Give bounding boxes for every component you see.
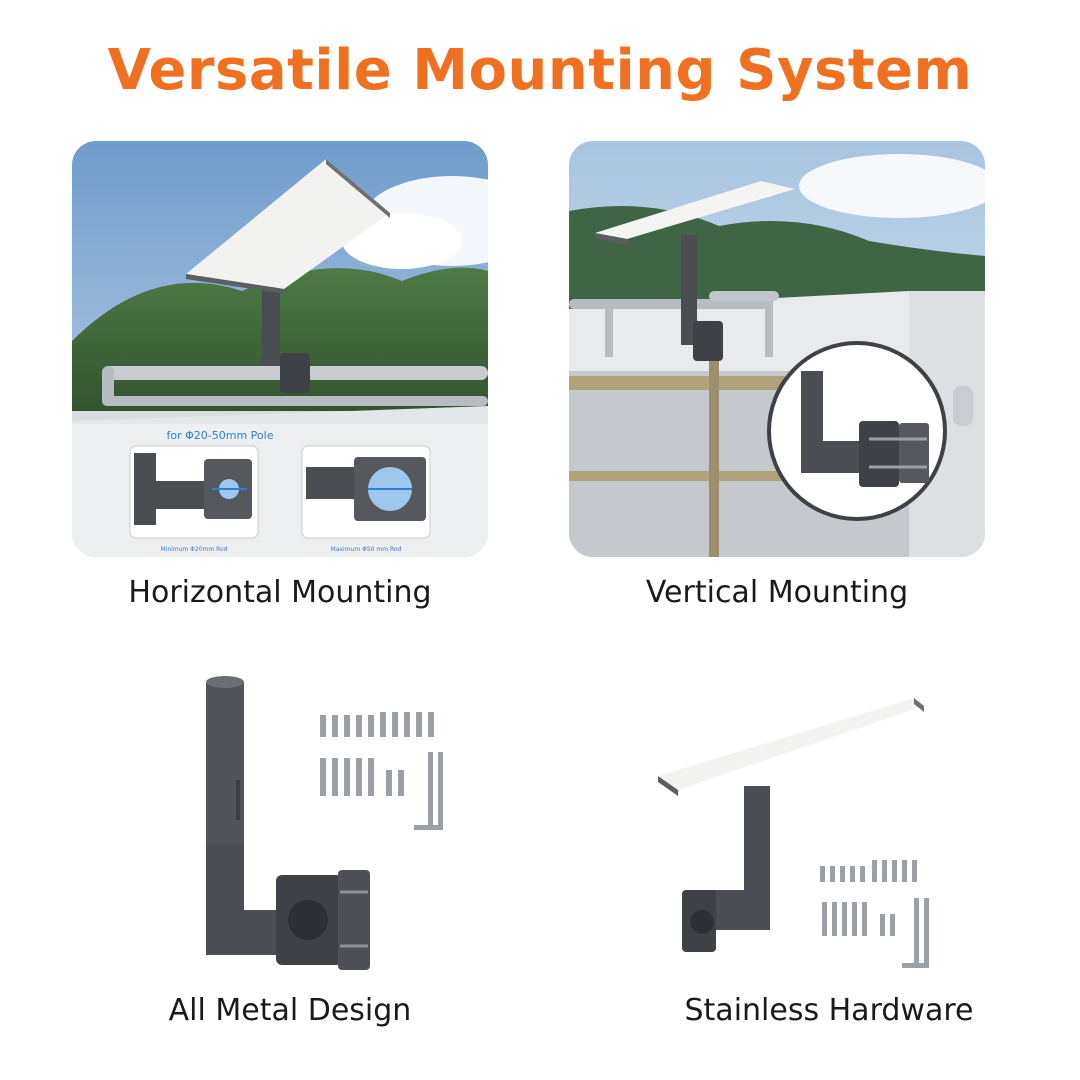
metal-mount-illustration <box>206 676 443 970</box>
vertical-mounting-caption: Vertical Mounting <box>645 575 909 610</box>
metal-design-caption: All Metal Design <box>168 993 412 1028</box>
page-title: Versatile Mounting System <box>107 38 973 103</box>
mount-bracket-product <box>190 670 460 980</box>
dish-mount-product <box>650 690 940 980</box>
horizontal-mounting-caption: Horizontal Mounting <box>128 575 432 610</box>
horizontal-mounting-illustration: for Φ20-50mm Pole Minimum Φ20mm Rod Maxi… <box>72 141 488 557</box>
stainless-hardware-caption: Stainless Hardware <box>684 993 974 1028</box>
pole-range-note: for Φ20-50mm Pole <box>167 429 274 442</box>
vertical-mounting-photo <box>569 141 985 557</box>
vertical-mounting-illustration <box>569 141 985 557</box>
max-rod-label: Maximum Φ50 mm Rod <box>331 546 402 553</box>
min-rod-label: Minimum Φ20mm Rod <box>160 546 227 553</box>
stainless-hardware-illustration <box>658 698 929 968</box>
horizontal-mounting-photo: for Φ20-50mm Pole Minimum Φ20mm Rod Maxi… <box>72 141 488 557</box>
